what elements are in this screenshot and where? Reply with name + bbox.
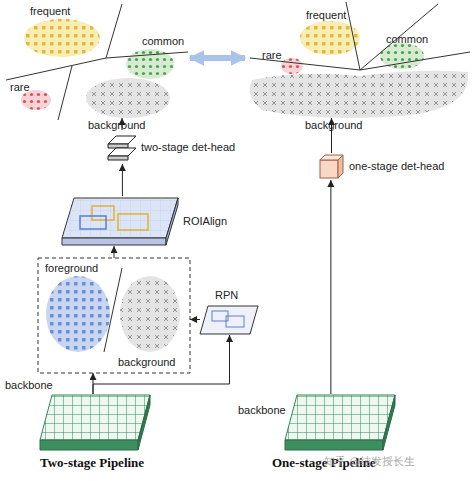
node-label: rare [262,50,282,61]
backbone-grid [285,395,395,440]
rare-region [21,90,51,110]
node-label: RPN [215,290,238,301]
node-label: backbone [5,380,53,391]
foreground-region [46,276,110,352]
embedding-plot: frequentcommonrarebackground [0,0,190,118]
roialign-grid [62,198,178,238]
node-label: rare [10,82,30,93]
frequent-points [24,19,100,57]
node-label: background [88,120,146,131]
arrow [114,246,115,258]
background-points [250,71,469,118]
decision-boundary [250,2,470,70]
arrow [330,180,331,394]
roialign-side [62,238,166,245]
backbone-side [138,395,150,450]
backbone-side [40,440,138,450]
decision-boundary [6,4,188,120]
rpn-slab [200,306,258,334]
roialign-side [166,198,178,245]
head-layer [108,136,136,144]
arrow [122,164,123,196]
head-layer [108,156,128,160]
rare-region [281,58,303,74]
det-head: one-stage det-head [318,153,345,180]
background-region [86,78,170,118]
backbone-side [285,440,383,450]
node-label: background [305,120,363,131]
node-label: common [386,34,428,45]
double-arrow [190,55,245,61]
rpn-layer: RPN [200,304,259,335]
node-label: common [142,36,184,47]
background-region [120,276,180,352]
node-label: background [118,357,176,368]
node-label: one-stage det-head [349,161,444,172]
roi-box [92,206,114,220]
background-region [250,71,469,118]
node-label: frequent [306,10,346,21]
head-layer [108,144,128,148]
backbone-side [383,395,395,450]
head-cube [338,155,343,178]
decision-boundary [104,268,122,352]
foreground-points [46,276,110,352]
background-points [120,276,180,352]
node-label: two-stage det-head [141,142,235,153]
arrow [93,335,230,394]
roialign-layer: ROIAlign [60,196,180,246]
rare-points [21,90,51,110]
node-label: backbone [238,405,286,416]
roi-box [80,216,106,229]
det-head: two-stage det-head [105,130,139,164]
pipeline-title: Two-stage Pipeline [40,456,144,469]
backbone-block: backbone [283,394,397,451]
backbone-block: backbone [38,394,152,451]
rare-points [281,58,303,74]
head-layer [108,148,136,156]
head-cube [320,160,338,178]
proposal-frame [38,258,190,373]
watermark: 知乎 @结发授长生 [324,456,416,467]
roialign-slab [62,198,178,238]
arrow [190,319,200,320]
embedding-plot: frequentcommonrarebackground [245,0,470,118]
node-label: ROIAlign [183,216,227,227]
roi-box [118,214,148,230]
proposal-box: foreground background [38,258,190,373]
background-points [86,78,170,118]
node-label: foreground [45,263,98,274]
anchor-box [226,316,244,327]
backbone-grid [40,395,150,440]
node-label: frequent [30,6,70,17]
frequent-region [24,19,100,57]
